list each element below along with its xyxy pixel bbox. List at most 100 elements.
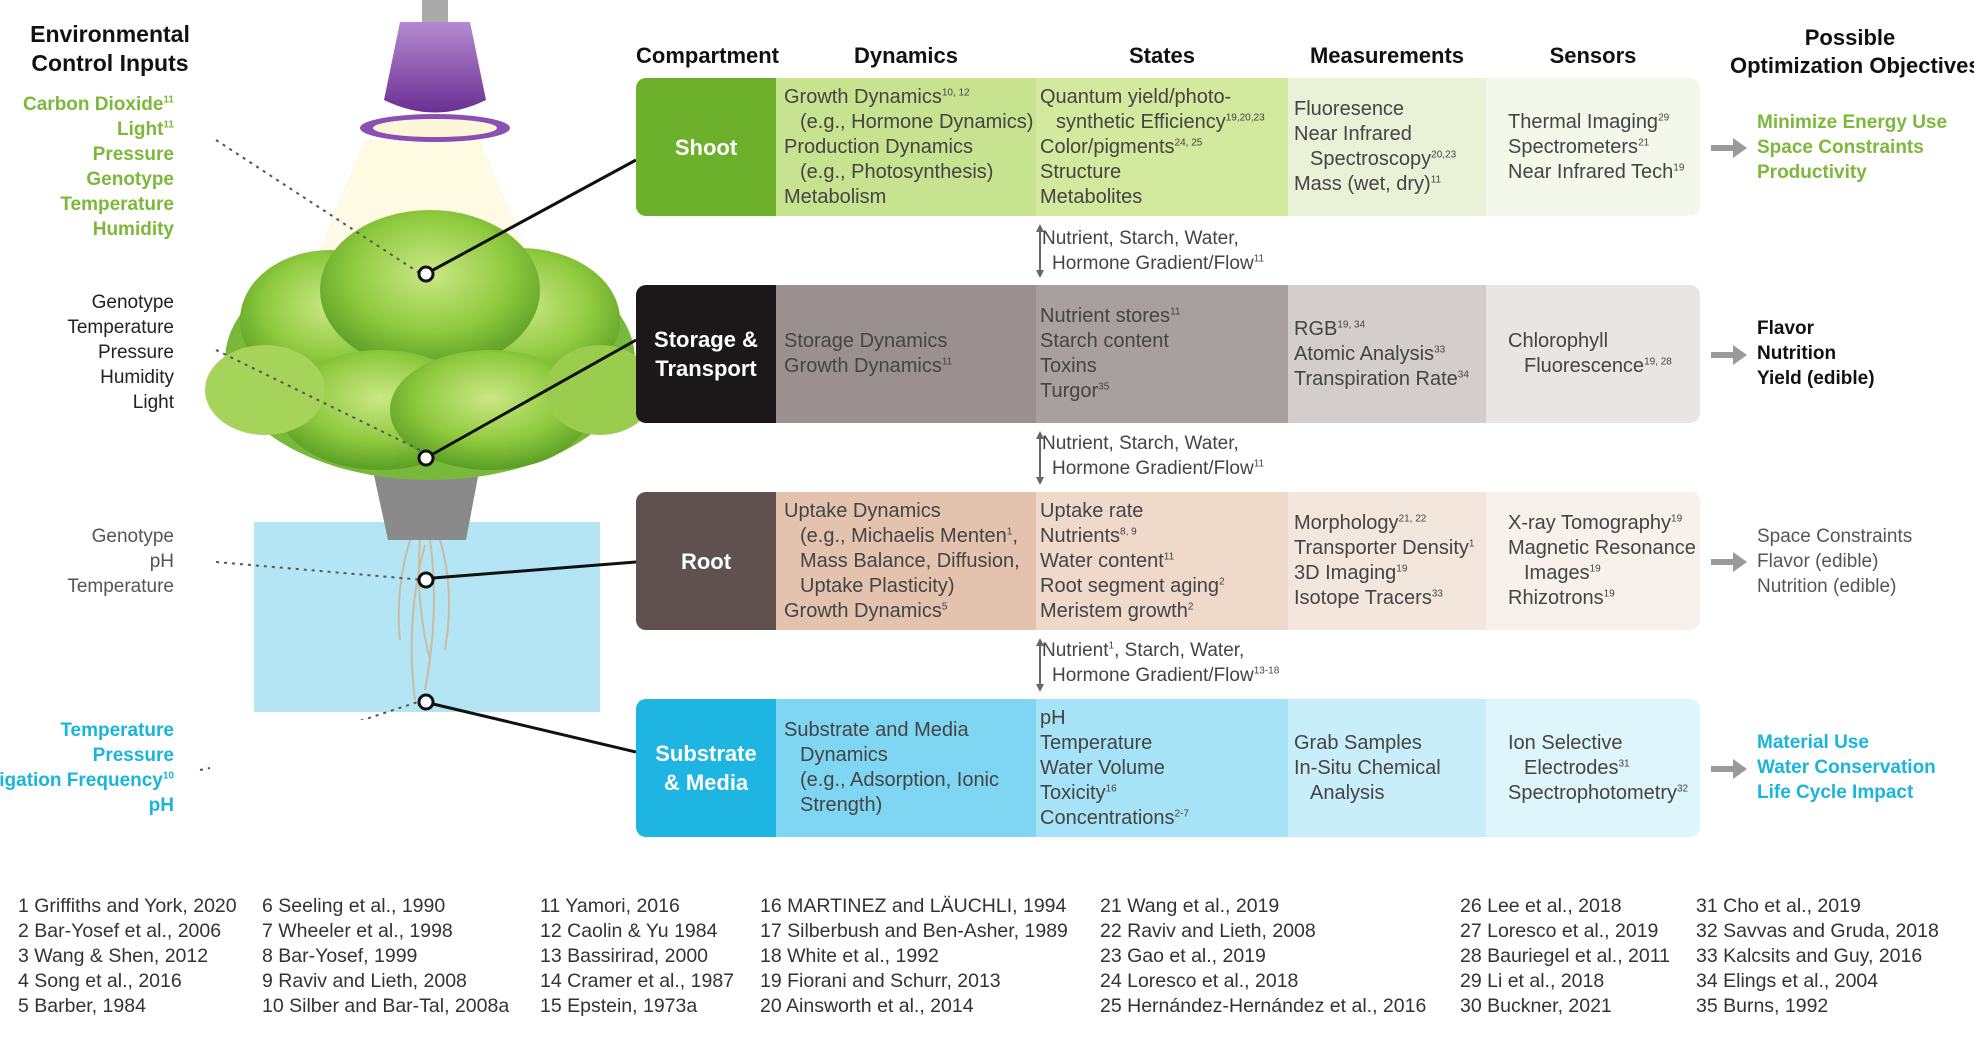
states-text: Color/pigments xyxy=(1040,135,1175,158)
flow-text: Hormone Gradient/Flow xyxy=(1052,665,1254,686)
reference-item: 9 Raviv and Lieth, 2008 xyxy=(262,970,467,992)
bulb-lens-glow xyxy=(373,119,497,137)
measurements-item: Fluoresence xyxy=(1294,97,1486,122)
states-text: Turgor xyxy=(1040,380,1099,402)
measurements-item: Spectroscopy20,23 xyxy=(1294,147,1486,172)
env-input-label: pH xyxy=(149,551,174,572)
citation: 19 xyxy=(1589,563,1601,575)
measurements-item: 3D Imaging19 xyxy=(1294,561,1486,586)
states-item: Concentrations2-7 xyxy=(1040,806,1288,831)
citation: 11 xyxy=(1163,550,1175,562)
dynamics-item: Growth Dynamics10, 12 xyxy=(784,85,1036,110)
compartment-label-substrate: Substrate& Media xyxy=(636,699,776,837)
env-input-label: Temperature xyxy=(60,194,174,215)
measurements-item: Morphology21, 22 xyxy=(1294,511,1486,536)
references-col-5: 21 Wang et al., 2019 22 Raviv and Lieth, … xyxy=(1100,894,1426,1019)
dynamics-cell-shoot: Growth Dynamics10, 12(e.g., Hormone Dyna… xyxy=(776,78,1036,216)
dynamics-item: Strength) xyxy=(784,793,1036,818)
states-item: Color/pigments24, 25 xyxy=(1040,135,1288,160)
flow-citation: 1 xyxy=(1108,640,1115,652)
reference-item: 1 Griffiths and York, 2020 xyxy=(18,895,237,917)
compartment-name-line: Shoot xyxy=(674,134,738,160)
states-text: Metabolites xyxy=(1040,185,1143,208)
states-text: Uptake rate xyxy=(1040,499,1144,522)
env-input-citation: 11 xyxy=(163,94,174,106)
dynamics-text: Substrate and Media xyxy=(784,719,969,741)
dynamics-text: Growth Dynamics xyxy=(784,599,942,622)
env-input-label: Irrigation Frequency xyxy=(0,770,163,791)
states-item: Nutrient stores11 xyxy=(1040,304,1288,329)
reference-item: 23 Gao et al., 2019 xyxy=(1100,945,1266,967)
reference-item: 2 Bar-Yosef et al., 2006 xyxy=(18,920,222,942)
flow-text: Nutrient xyxy=(1042,640,1109,661)
dynamics-item: Mass Balance, Diffusion, xyxy=(784,549,1036,574)
reference-item: 35 Burns, 1992 xyxy=(1696,995,1829,1017)
reference-item: 4 Song et al., 2016 xyxy=(18,970,182,992)
reference-item: 21 Wang et al., 2019 xyxy=(1100,895,1280,917)
sensors-text: Rhizotrons xyxy=(1508,587,1604,609)
measurements-text: 3D Imaging xyxy=(1294,562,1397,584)
states-item: Starch content xyxy=(1040,329,1288,354)
env-input-item: Genotype xyxy=(23,167,174,192)
flow-root-substrate: Nutrient1, Starch, Water, Hormone Gradie… xyxy=(1042,638,1279,688)
flow-citation: 11 xyxy=(1253,458,1265,470)
dynamics-item: (e.g., Michaelis Menten1, xyxy=(784,524,1036,549)
sensors-item: X-ray Tomography19 xyxy=(1508,511,1700,536)
reference-item: 22 Raviv and Lieth, 2008 xyxy=(1100,920,1316,942)
citation: 19 xyxy=(1603,588,1615,600)
measurements-item: Transpiration Rate34 xyxy=(1294,367,1486,392)
reference-item: 26 Lee et al., 2018 xyxy=(1460,895,1622,917)
reference-item: 13 Bassirirad, 2000 xyxy=(540,945,709,967)
states-cell-shoot: Quantum yield/photo-synthetic Efficiency… xyxy=(1036,78,1288,216)
measurements-text: Mass (wet, dry) xyxy=(1294,173,1431,195)
reference-item: 5 Barber, 1984 xyxy=(18,995,146,1017)
measurements-item: Transporter Density1 xyxy=(1294,536,1486,561)
sensors-text: Images xyxy=(1524,562,1590,584)
reference-item: 20 Ainsworth et al., 2014 xyxy=(760,995,974,1017)
states-item: Nutrients8, 9 xyxy=(1040,524,1288,549)
objective-item: Water Conservation xyxy=(1757,757,1936,778)
plant-roots xyxy=(397,539,450,701)
flow-line-2: Hormone Gradient/Flow11 xyxy=(1042,456,1264,481)
env-input-label: Pressure xyxy=(92,144,174,165)
objective-item: Nutrition (edible) xyxy=(1757,576,1897,597)
states-text: Temperature xyxy=(1040,731,1153,754)
states-text: Nutrients xyxy=(1040,524,1121,547)
reference-item: 32 Savvas and Gruda, 2018 xyxy=(1696,920,1939,942)
env-input-label: Pressure xyxy=(97,342,174,363)
sensors-item: Electrodes31 xyxy=(1508,756,1700,781)
measurements-item: Analysis xyxy=(1294,781,1486,806)
header-compartment: Compartment xyxy=(636,43,780,68)
env-input-label: Genotype xyxy=(86,169,174,190)
states-text: Quantum yield/photo- xyxy=(1040,85,1232,108)
citation: 20,23 xyxy=(1431,149,1457,161)
measurements-text: Morphology xyxy=(1294,512,1399,534)
citation: 2-7 xyxy=(1174,807,1189,819)
reference-item: 10 Silber and Bar-Tal, 2008a xyxy=(262,995,510,1017)
dynamics-text: Uptake Dynamics xyxy=(784,499,941,522)
states-item: pH xyxy=(1040,706,1288,731)
measurements-item: RGB19, 34 xyxy=(1294,317,1486,342)
flow-shoot-storage: Nutrient, Starch, Water, Hormone Gradien… xyxy=(1042,226,1264,276)
states-text: Concentrations xyxy=(1040,806,1175,829)
states-item: Toxicity16 xyxy=(1040,781,1288,806)
flow-arrow-1 xyxy=(1036,224,1044,278)
input-dotted-lines xyxy=(215,139,425,720)
flow-text: , Starch, Water, xyxy=(1114,640,1245,661)
reference-item: 12 Caolin & Yu 1984 xyxy=(540,920,718,942)
citation: 19, 34 xyxy=(1337,318,1366,330)
states-text: Root segment aging xyxy=(1040,574,1220,597)
flow-text: Nutrient, Starch, Water, xyxy=(1042,228,1239,249)
citation: 24, 25 xyxy=(1174,136,1203,148)
reference-item: 34 Elings et al., 2004 xyxy=(1696,970,1879,992)
flow-line-2: Hormone Gradient/Flow13-18 xyxy=(1042,663,1279,688)
dynamics-text: Strength) xyxy=(800,794,883,816)
